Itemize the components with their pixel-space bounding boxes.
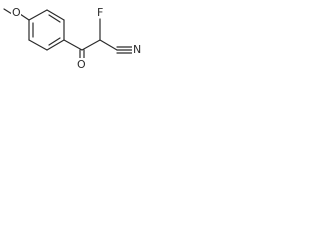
ring-bond-2 <box>28 39 48 51</box>
atom-label-methoxy-oxygen: O <box>12 6 21 19</box>
ring-double-bond-2 <box>48 37 61 46</box>
atom-label-nitrile-nitrogen: N <box>133 43 141 56</box>
atom-label-fluorine: F <box>97 6 103 19</box>
atom-label-carbonyl-oxygen: O <box>77 58 86 71</box>
ring-bond-3 <box>46 39 65 51</box>
molecule-canvas: O F O N <box>0 0 144 74</box>
bond-oxygen-ring <box>19 13 30 21</box>
bond-chf-nitrile <box>99 39 118 51</box>
bond-ring-carbonyl <box>63 39 83 51</box>
chemical-structure-diagram: O F O N <box>3 6 142 71</box>
ring-bond-6 <box>28 9 48 21</box>
bond-carbonyl-chf <box>81 39 101 51</box>
ring-double-bond-3 <box>48 14 61 23</box>
ring-bond-5 <box>46 9 65 21</box>
bond-methyl-oxygen <box>3 8 13 15</box>
